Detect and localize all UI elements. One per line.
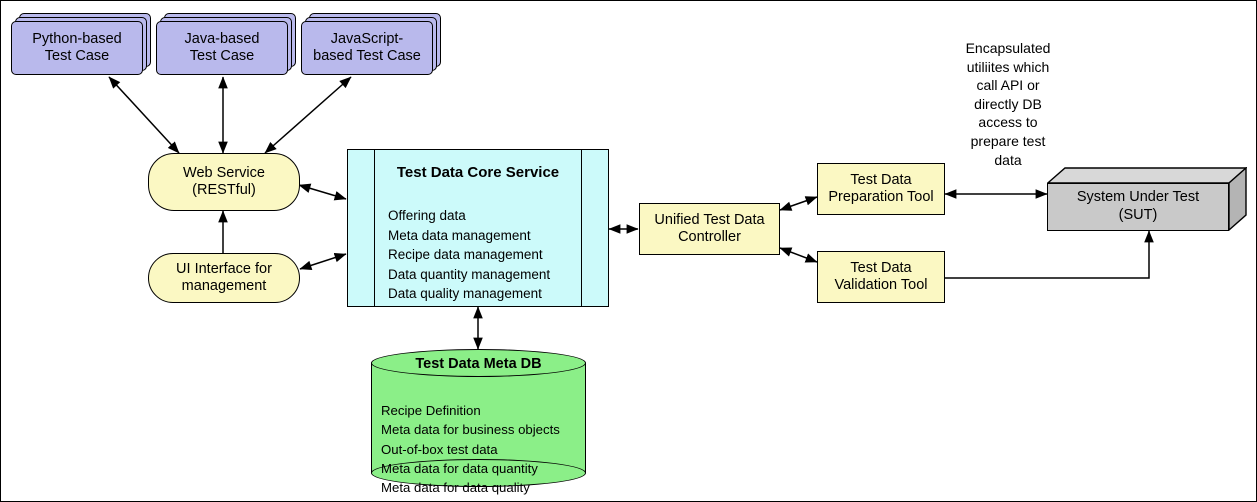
test-case-javascript[interactable]: JavaScript- based Test Case: [301, 13, 441, 75]
db-item: Out-of-box test data: [381, 441, 498, 457]
test-case-line1: JavaScript-: [330, 30, 404, 47]
db-item: Meta data for data quantity: [381, 460, 538, 476]
core-rail-left: [374, 150, 375, 306]
test-case-line1: Python-based: [32, 30, 122, 47]
test-data-preparation-tool-node[interactable]: Test Data Preparation Tool: [817, 163, 945, 215]
annotation-line: utiliites which: [966, 58, 1050, 75]
stack-sheet-front: [301, 21, 433, 75]
test-data-core-service-node[interactable]: Test Data Core Service Offering data Met…: [347, 149, 609, 307]
annotation-line: Encapsulated: [965, 40, 1051, 56]
stack-sheet-front: [11, 21, 143, 75]
cylinder-bottom: [371, 459, 586, 487]
annotation-line: data: [994, 151, 1022, 168]
connector-javascript-webservice: [264, 76, 352, 154]
connector-python-webservice: [108, 76, 180, 154]
sut-face: System Under Test (SUT): [1047, 183, 1229, 231]
connector-validation-sut: [945, 230, 1154, 279]
test-case-label: Python-based Test Case: [11, 21, 143, 75]
validation-tool-line1: Test Data: [850, 259, 912, 276]
web-service-line2: (RESTful): [192, 182, 256, 198]
core-service-title: Test Data Core Service: [396, 164, 560, 181]
cylinder-body: [371, 363, 586, 473]
connector-controller-preparation: [779, 196, 818, 211]
db-items: Recipe Definition Meta data for business…: [381, 401, 560, 497]
web-service-line1: Web Service: [183, 164, 265, 181]
sut-line2: (SUT): [1118, 207, 1158, 223]
stack-sheet-front: [156, 21, 288, 75]
core-service-item: Data quantity management: [388, 266, 551, 282]
core-service-items: Offering data Meta data management Recip…: [388, 206, 550, 304]
ui-interface-node[interactable]: UI Interface for management: [148, 253, 300, 303]
db-item: Meta data for data quality: [381, 480, 530, 496]
test-case-line2: Test Case: [189, 48, 255, 64]
db-item: Recipe Definition: [381, 403, 481, 418]
ui-interface-line2: management: [181, 278, 267, 294]
encapsulated-utilities-annotation: Encapsulated utiliites which call API or…: [939, 39, 1077, 169]
controller-line1: Unified Test Data: [654, 211, 765, 228]
annotation-line: call API or: [976, 77, 1040, 94]
test-case-label: JavaScript- based Test Case: [301, 21, 433, 75]
system-under-test-node[interactable]: System Under Test (SUT): [1047, 167, 1247, 231]
web-service-node[interactable]: Web Service (RESTful): [148, 153, 300, 211]
preparation-tool-line2: Preparation Tool: [828, 189, 934, 205]
core-service-item: Recipe data management: [388, 247, 543, 263]
test-case-java[interactable]: Java-based Test Case: [156, 13, 296, 75]
core-rail-right: [581, 150, 582, 306]
cylinder-top: [371, 349, 586, 377]
preparation-tool-line1: Test Data: [850, 171, 912, 188]
connector-controller-validation: [779, 247, 818, 263]
annotation-line: access to: [978, 114, 1038, 131]
test-data-meta-db-node[interactable]: Test Data Meta DB Recipe Definition Meta…: [371, 349, 586, 495]
connector-ui-core: [299, 252, 347, 271]
core-service-item: Data quality management: [388, 286, 542, 302]
sut-line1: System Under Test: [1076, 189, 1200, 206]
db-item: Meta data for business objects: [381, 422, 560, 438]
validation-tool-line2: Validation Tool: [834, 277, 928, 293]
sut-3d-shading: [1047, 167, 1247, 231]
core-service-item: Offering data: [388, 208, 466, 223]
core-service-item: Meta data management: [388, 227, 531, 243]
test-case-line2: Test Case: [44, 48, 110, 64]
controller-line2: Controller: [678, 229, 741, 245]
test-case-line1: Java-based: [184, 30, 260, 47]
annotation-line: directly DB: [974, 95, 1042, 112]
unified-test-data-controller-node[interactable]: Unified Test Data Controller: [639, 203, 780, 255]
test-data-validation-tool-node[interactable]: Test Data Validation Tool: [817, 251, 945, 303]
connector-webservice-core: [298, 183, 347, 201]
test-case-line2: based Test Case: [313, 48, 421, 64]
ui-interface-line1: UI Interface for: [176, 260, 272, 277]
annotation-line: prepare test: [970, 133, 1046, 150]
test-case-python[interactable]: Python-based Test Case: [11, 13, 151, 75]
db-title: Test Data Meta DB: [415, 356, 542, 372]
test-case-label: Java-based Test Case: [156, 21, 288, 75]
